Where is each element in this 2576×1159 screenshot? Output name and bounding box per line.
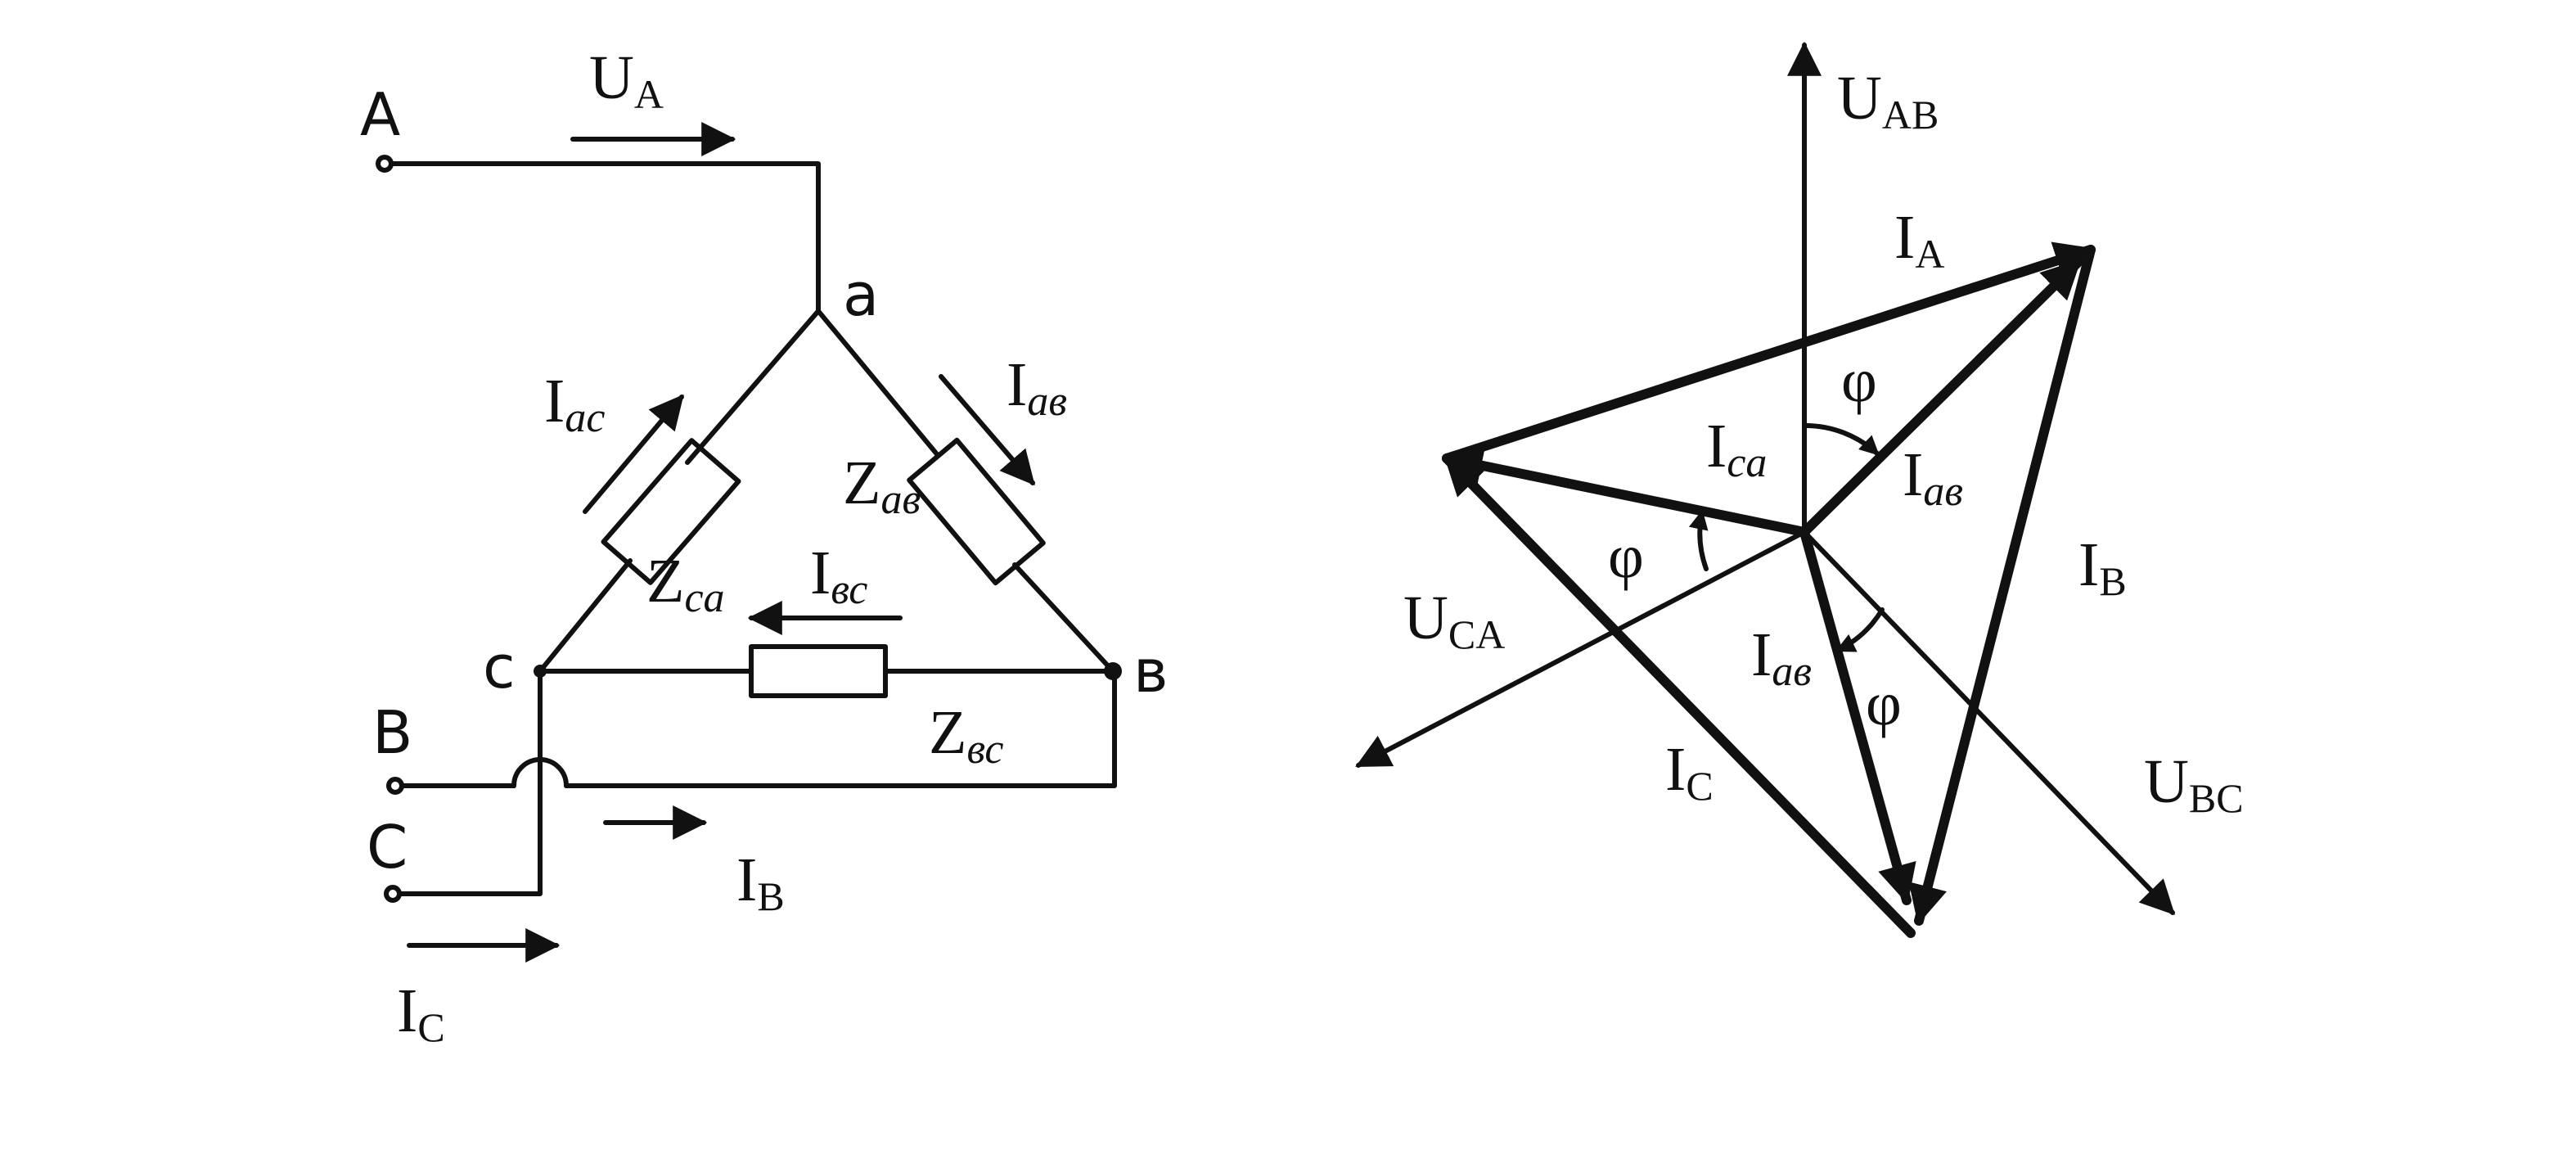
phasor-uca [1355,530,1807,768]
label-iab-lower-main: I [1751,620,1772,689]
phasor-iab-phase [1799,257,2083,537]
node-b-dot [1104,662,1122,680]
phasor-ibc-phase [1799,527,1916,905]
label-ic-phasor-main: I [1665,735,1686,804]
arrow-iac [583,394,684,514]
label-iab-upper-main: I [1903,440,1923,509]
label-ic-phasor-sub: C [1686,763,1713,809]
label-ibc-main: I [810,539,831,607]
wire-line-a [389,161,821,313]
label-ic-phasor: IC [1665,735,1714,809]
label-iab-sub: ав [1027,378,1067,425]
label-ica-sub: ca [1727,440,1767,486]
label-uca-main: U [1403,584,1448,652]
phasor-diagram: UAB IA φ Ica Iав IB φ UCA Iав φ IC UBC [1355,41,2244,938]
label-iab-upper-sub: ав [1923,468,1963,515]
label-phi-upper: φ [1841,346,1877,415]
label-zca: Zca [646,547,725,621]
label-ibc: Iвс [810,539,867,613]
label-ib: IB [736,846,785,919]
label-iab-lower-sub: ав [1772,648,1812,695]
terminal-b-label: B [372,698,412,767]
label-phi-left: φ [1608,522,1644,591]
label-ua: UA [589,43,664,117]
terminal-c-label: C [367,813,408,882]
node-c-label: c [483,633,516,701]
label-zbc-sub: вс [966,726,1003,773]
label-ib-phasor-main: I [2078,530,2099,599]
label-ubc-sub: BC [2189,775,2244,821]
label-ib-phasor-sub: B [2099,558,2126,604]
phasor-ia [1442,241,2096,463]
label-uab-main: U [1837,64,1882,133]
label-iab: Iав [1007,350,1067,425]
delta-side-ac-lower [538,558,633,674]
label-zbc-main: Z [929,698,966,767]
label-uab-sub: AB [1882,92,1939,138]
label-ib-sub: B [757,873,784,919]
impedance-zca [601,438,741,585]
label-ibc-sub: вс [831,566,867,613]
phasor-ica-phase [1442,446,1809,537]
angle-arc-lower [1835,607,1885,653]
phasor-ib [1908,245,2096,926]
label-zca-main: Z [646,547,684,616]
label-ua-main: U [589,43,634,112]
circuit-diagram: A B C a в c UA Iac Iав Zав Zca Iвс Zвс I… [360,43,1168,1050]
angle-arc-left [1688,509,1709,571]
terminal-a-label: A [360,80,400,149]
angle-arc-upper [1802,422,1880,457]
label-phi-lower: φ [1866,670,1902,738]
label-ua-sub: A [634,71,664,117]
delta-side-ac-upper [685,309,821,465]
label-ia: IA [1894,203,1944,277]
label-uca-sub: CA [1448,611,1505,657]
label-ic-main: I [397,976,417,1045]
wire-line-c [397,669,543,896]
impedance-zab [907,437,1046,586]
label-zab-sub: ав [880,476,921,523]
label-ia-sub: A [1915,231,1944,277]
phasor-ic [1442,453,1916,938]
label-ica-main: I [1706,412,1727,480]
label-iac-main: I [544,367,565,435]
delta-side-ab-upper [816,309,939,457]
label-iab-upper: Iав [1903,440,1963,515]
label-ubc: UBC [2144,747,2244,821]
node-a-label: a [843,260,879,329]
label-uab: UAB [1837,64,1939,138]
label-zab-main: Z [843,449,880,517]
label-zca-sub: ca [684,575,724,621]
label-ubc-main: U [2144,747,2189,816]
delta-side-ab-lower [1012,562,1115,674]
label-iab-lower: Iав [1751,620,1812,695]
arrow-iab [939,374,1035,486]
phasor-ubc [1802,530,2175,916]
label-zbc: Zвс [929,698,1003,773]
node-b-label: в [1133,637,1168,706]
label-iab-main: I [1007,350,1027,419]
label-zab: Zав [843,449,921,523]
label-ica: Ica [1706,412,1767,486]
label-uca: UCA [1403,584,1505,657]
label-iac-sub: ac [565,395,605,441]
label-ic-sub: C [417,1004,444,1050]
impedance-zbc [749,644,888,698]
node-c-dot [534,665,547,678]
label-iac: Iac [544,367,605,441]
circuit-wires [376,155,1122,903]
label-ib-main: I [736,846,757,914]
wire-line-b-return [564,669,1117,788]
label-ia-main: I [1894,203,1915,272]
label-ic: IC [397,976,445,1050]
label-ib-phasor: IB [2078,530,2127,604]
